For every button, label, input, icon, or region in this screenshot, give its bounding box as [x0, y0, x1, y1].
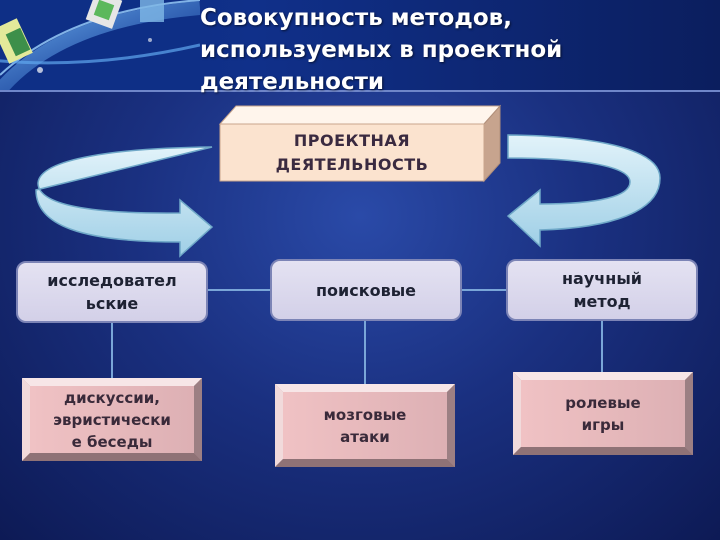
example-discussions-line-3: е беседы — [71, 432, 153, 451]
method-research-line-2: ьские — [85, 294, 139, 313]
connector-lines — [111, 289, 603, 384]
example-roleplay-line-2: игры — [581, 415, 625, 434]
method-scientific-line-2: метод — [573, 292, 631, 311]
left-curved-arrow — [35, 146, 214, 258]
method-box-scientific: научный метод — [506, 259, 698, 321]
example-brainstorm-line-1: мозговые — [323, 405, 407, 424]
example-box-discussions: дискуссии, эвристически е беседы — [30, 386, 194, 453]
page-title: Совокупность методов, используемых в про… — [200, 2, 710, 98]
decorative-corner-graphic — [0, 0, 200, 90]
example-brainstorm-line-2: атаки — [340, 427, 390, 446]
example-discussions-line-1: дискуссии, — [64, 388, 160, 407]
method-search-line-1: поисковые — [315, 280, 417, 300]
example-box-shape-3 — [513, 372, 693, 455]
example-box-shape-1 — [22, 378, 202, 461]
example-discussions-line-2: эвристически — [53, 410, 171, 429]
title-line-1: Совокупность методов, — [200, 5, 512, 31]
project-activity-line-2: ДЕЯТЕЛЬНОСТЬ — [275, 154, 429, 174]
project-activity-box: ПРОЕКТНАЯ ДЕЯТЕЛЬНОСТЬ — [220, 124, 484, 181]
example-box-roleplay: ролевые игры — [521, 380, 685, 447]
method-box-search: поисковые — [270, 259, 462, 321]
method-research-line-1: исследовател — [47, 271, 177, 290]
method-scientific-line-1: научный — [562, 269, 642, 288]
method-box-research: исследовател ьские — [16, 261, 208, 323]
example-box-shape-2 — [275, 384, 455, 467]
title-line-3: деятельности — [200, 69, 385, 95]
top-box-3d — [218, 104, 502, 183]
example-box-brainstorm: мозговые атаки — [283, 392, 447, 459]
right-curved-arrow — [506, 134, 661, 248]
example-roleplay-line-1: ролевые — [565, 393, 641, 412]
title-line-2: используемых в проектной — [200, 37, 563, 63]
project-activity-line-1: ПРОЕКТНАЯ — [293, 130, 411, 150]
